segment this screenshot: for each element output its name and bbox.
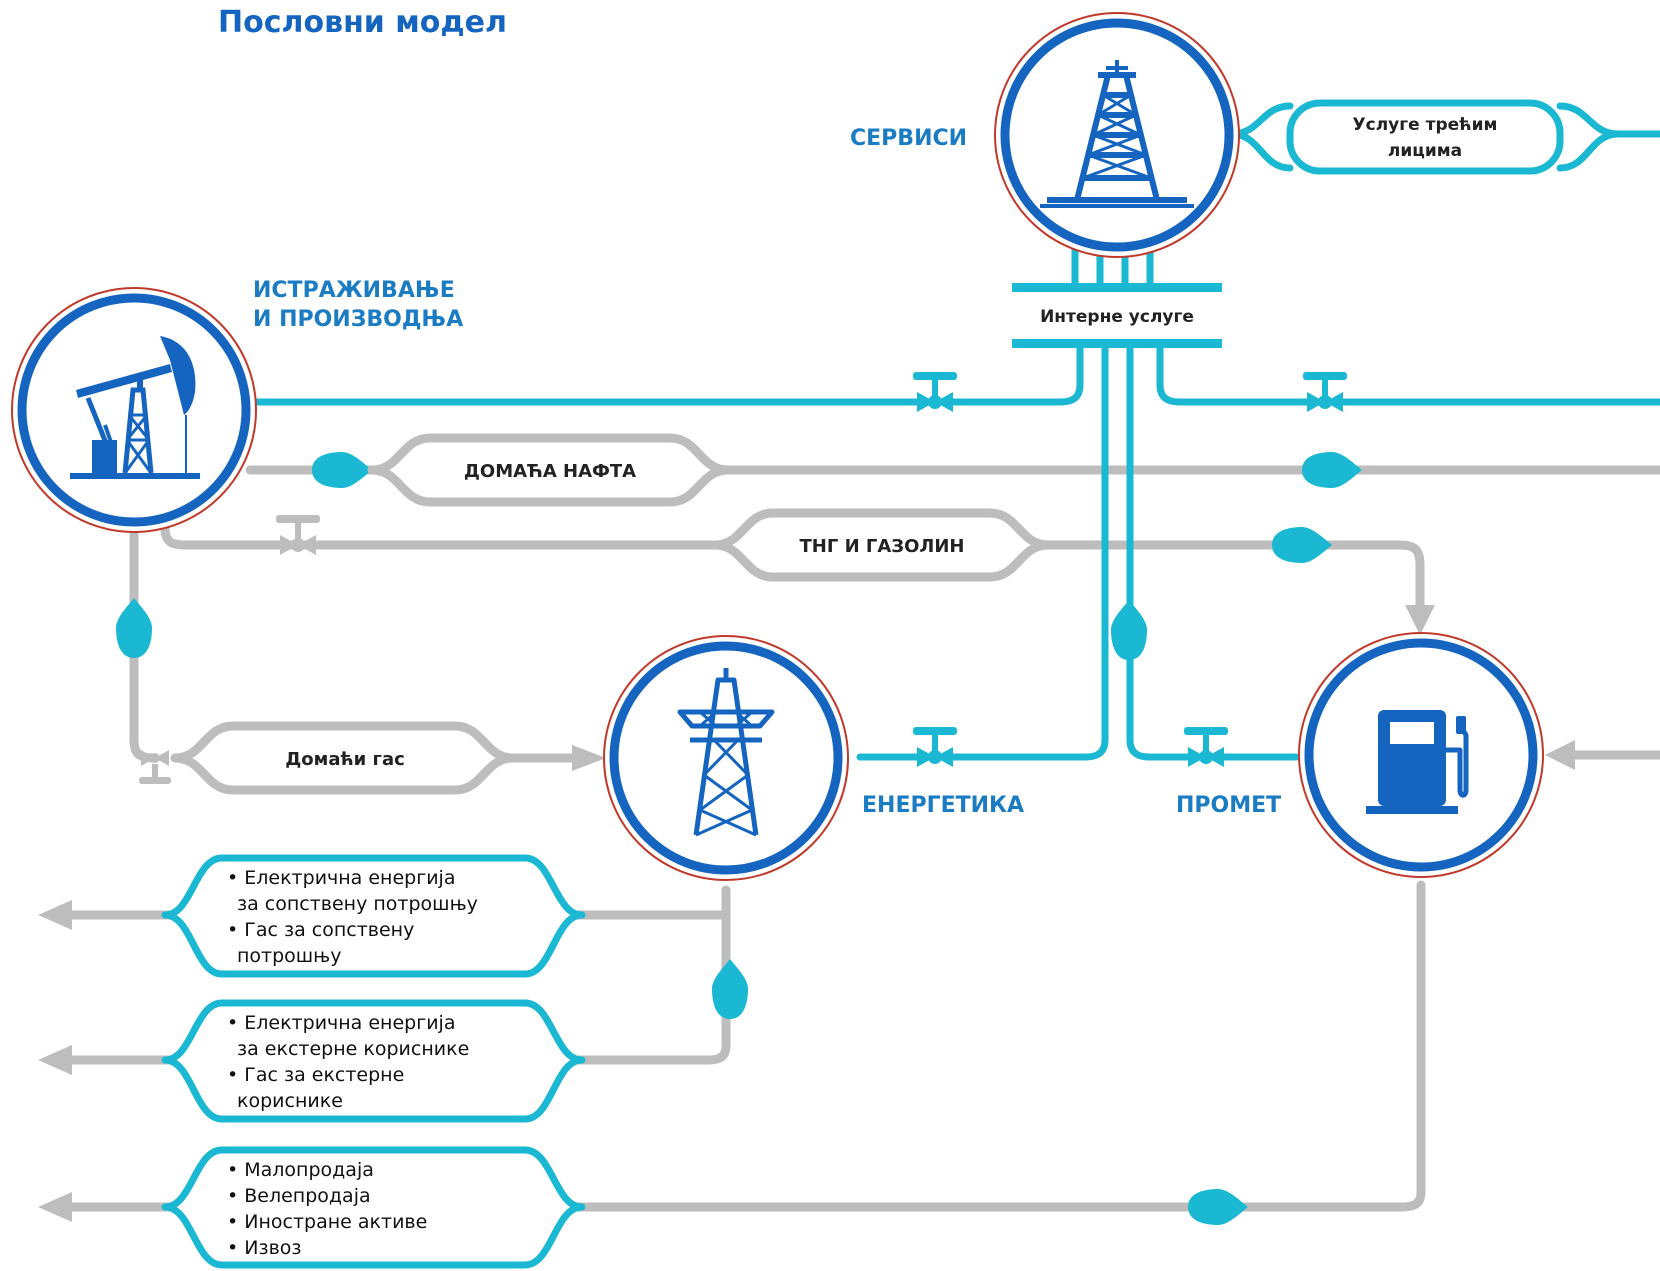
droplet-icon <box>712 959 748 1019</box>
third-party-pill: Услуге трећим лицима <box>1286 99 1564 175</box>
droplet-icon <box>312 452 372 488</box>
power-pylon-icon <box>677 668 775 837</box>
trade-label: ПРОМЕТ <box>1176 793 1281 818</box>
cyan-valves <box>913 372 1347 767</box>
services-label: СЕРВИСИ <box>850 126 967 151</box>
output-own-use-line-3: • Гас за сопствену <box>227 919 414 941</box>
output-external-line-3: • Гас за екстерне <box>227 1064 404 1086</box>
pumpjack-icon <box>70 336 200 479</box>
lpg-label: ТНГ И ГАЗОЛИН <box>800 536 965 557</box>
energy-label: ЕНЕРГЕТИКА <box>862 793 1024 818</box>
energy-node <box>603 635 849 881</box>
exploration-label-2: И ПРОИЗВОДЊА <box>253 307 463 332</box>
output-sales-line-3: • Иностране активе <box>227 1211 427 1233</box>
droplet-icon <box>1272 527 1332 563</box>
output-own-use-line-2: за сопствену потрошњу <box>237 893 478 915</box>
domestic-oil-pill: ДОМАЋА НАФТА <box>367 433 733 507</box>
droplet-icon <box>116 598 152 658</box>
droplet-icon <box>1302 452 1362 488</box>
output-external-line-1: • Електрична енергија <box>227 1012 455 1034</box>
exploration-label-1: ИСТРАЖИВАЊЕ <box>253 278 455 303</box>
domestic-gas-pill: Домаћи гас <box>170 721 518 795</box>
output-external-line-2: за екстерне кориснике <box>237 1038 469 1060</box>
valve-icon <box>139 750 171 784</box>
lpg-pill: ТНГ И ГАЗОЛИН <box>710 508 1053 582</box>
valve-icon <box>913 727 957 767</box>
valve-icon <box>276 515 320 555</box>
drilling-rig-icon <box>1040 60 1194 208</box>
exploration-node <box>11 287 257 533</box>
output-external-box: • Електрична енергија за екстерне корисн… <box>161 999 586 1123</box>
output-external-line-4: кориснике <box>237 1090 343 1112</box>
domestic-oil-label: ДОМАЋА НАФТА <box>464 461 636 482</box>
output-own-use-line-1: • Електрична енергија <box>227 867 455 889</box>
output-sales-line-1: • Малопродаја <box>227 1159 374 1181</box>
third-party-label-2: лицима <box>1388 141 1462 161</box>
third-party-label-1: Услуге трећим <box>1353 115 1498 135</box>
output-sales-box: • Малопродаја • Велепродаја • Иностране … <box>161 1146 586 1269</box>
trade-node <box>1298 632 1544 878</box>
domestic-gas-label: Домаћи гас <box>285 749 405 770</box>
droplet-icon <box>1111 600 1147 660</box>
output-own-use-line-4: потрошњу <box>237 945 342 967</box>
services-node <box>994 12 1240 258</box>
droplet-icon <box>1188 1189 1248 1225</box>
valve-icon <box>913 372 957 412</box>
cyan-pipes <box>251 102 1660 761</box>
page-title: Пословни модел <box>218 5 507 40</box>
fuel-pump-icon <box>1366 710 1469 814</box>
output-sales-line-2: • Велепродаја <box>227 1185 371 1207</box>
gray-arrowheads <box>38 605 1575 1222</box>
output-sales-line-4: • Извоз <box>227 1237 302 1259</box>
internal-services-label: Интерне услуге <box>1040 307 1194 327</box>
internal-services-bars <box>1012 283 1222 348</box>
valve-icon <box>1303 372 1347 412</box>
valve-icon <box>1184 727 1228 767</box>
gray-valves <box>139 515 320 784</box>
output-own-use-box: • Електрична енергија за сопствену потро… <box>161 854 586 978</box>
